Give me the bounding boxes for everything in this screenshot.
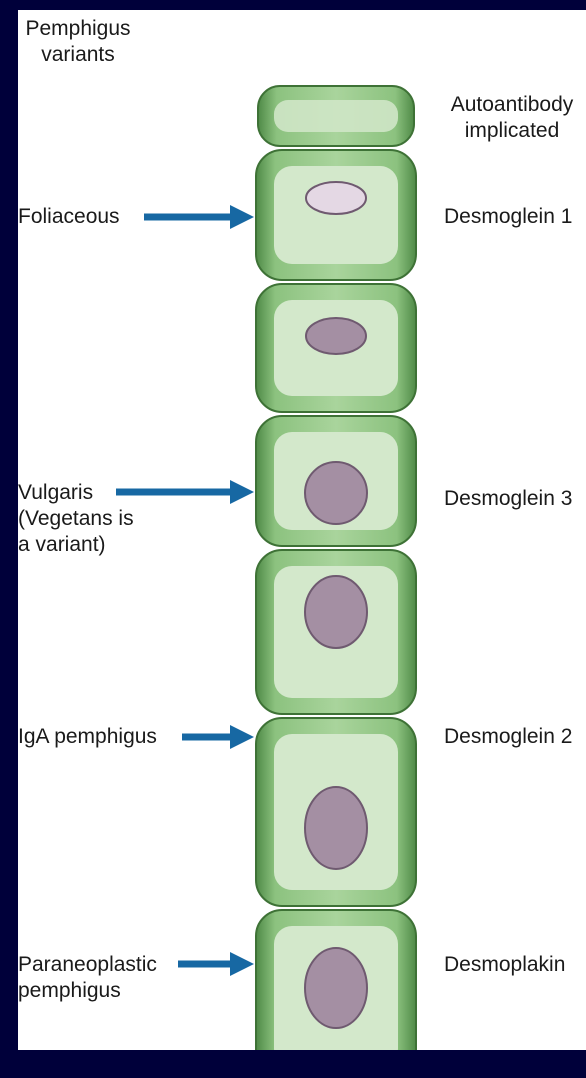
variant-label-iga: IgA pemphigus	[18, 724, 157, 750]
cell-6	[256, 910, 416, 1050]
autoantibody-label-desmoglein-1: Desmoglein 1	[444, 204, 572, 230]
arrow-foliaceous	[144, 205, 254, 229]
nucleus-2	[306, 318, 366, 354]
autoantibody-label-desmoglein-3: Desmoglein 3	[444, 486, 572, 512]
cell-1	[256, 150, 416, 280]
nucleus-1	[306, 182, 366, 214]
nucleus-4	[305, 576, 367, 648]
nucleus-3	[305, 462, 367, 524]
cell-4	[256, 550, 416, 714]
variant-label-foliaceous: Foliaceous	[18, 204, 120, 230]
autoantibody-label-desmoplakin: Desmoplakin	[444, 952, 565, 978]
variant-label-vulgaris: Vulgaris (Vegetans is a variant)	[18, 480, 134, 558]
arrow-paraneoplastic	[178, 952, 254, 976]
diagram-panel: Pemphigus variants Autoantibody implicat…	[18, 10, 586, 1050]
arrow-iga	[182, 725, 254, 749]
cell-2	[256, 284, 416, 412]
variant-label-paraneoplastic: Paraneoplastic pemphigus	[18, 952, 157, 1004]
nucleus-6	[305, 948, 367, 1028]
arrow-vulgaris	[116, 480, 254, 504]
cell-5	[256, 718, 416, 906]
right-header-title: Autoantibody implicated	[438, 92, 586, 144]
cell-3	[256, 416, 416, 546]
nucleus-5	[305, 787, 367, 869]
cell-top-flat	[258, 86, 414, 146]
autoantibody-label-desmoglein-2: Desmoglein 2	[444, 724, 572, 750]
left-header-title: Pemphigus variants	[18, 16, 138, 68]
